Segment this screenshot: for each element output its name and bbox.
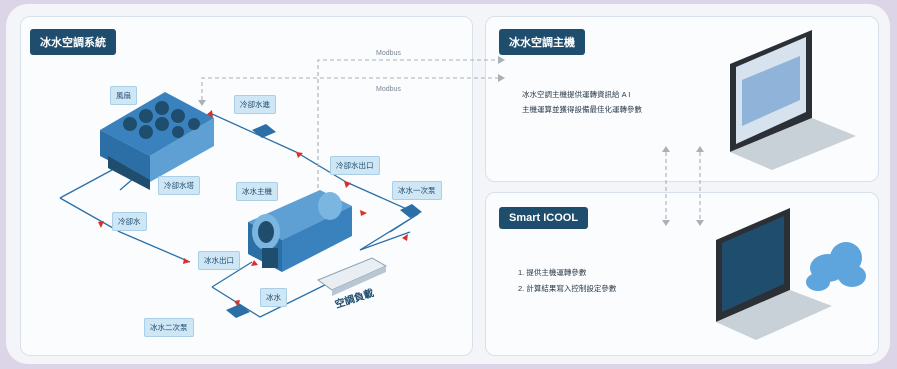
label-chilled-water-secondary: 冰水二次泵: [144, 318, 194, 337]
cloud-icon: [806, 242, 866, 291]
signal-arrowheads: [198, 56, 704, 226]
right-top-title: 冰水空調主機: [499, 29, 585, 55]
label-fan: 風扇: [110, 86, 137, 105]
right-bottom-title: Smart ICOOL: [499, 207, 589, 229]
right-bottom-line1: 1. 提供主機運轉參數: [518, 268, 587, 277]
chiller-icon: [248, 190, 352, 272]
modbus-label-top: Modbus: [376, 50, 401, 57]
label-chilled-water-out: 冰水出口: [198, 251, 240, 270]
label-cooling-water: 冷卻水: [112, 212, 147, 231]
ac-unit-icon: [316, 257, 388, 296]
right-bottom-line2: 2. 計算結果寫入控制設定參數: [518, 284, 617, 293]
right-top-panel: [485, 16, 879, 182]
modbus-label-bottom: Modbus: [376, 86, 401, 93]
cooling-tower-icon: [100, 92, 214, 190]
laptop-icon: [716, 208, 832, 340]
flow-arrows: [98, 110, 408, 307]
right-top-line1: 冰水空調主機提供運轉資訊給 A I: [522, 90, 631, 99]
label-chiller-main: 冰水主機: [236, 182, 278, 201]
label-chilled-water: 冰水: [260, 288, 287, 307]
label-cooling-water-in: 冷卻水進: [234, 95, 276, 114]
laptop-icon: [730, 30, 856, 170]
modbus-lines: [201, 59, 701, 220]
pump-icon: [226, 124, 422, 318]
label-chilled-water-primary: 冰水一次泵: [392, 181, 442, 200]
right-top-line2: 主機運算並獲得設備最佳化運轉參數: [522, 105, 642, 114]
left-panel-title: 冰水空調系統: [30, 29, 116, 55]
label-cooling-water-out: 冷卻水出口: [330, 156, 380, 175]
label-cooling-tower: 冷卻水塔: [158, 176, 200, 195]
